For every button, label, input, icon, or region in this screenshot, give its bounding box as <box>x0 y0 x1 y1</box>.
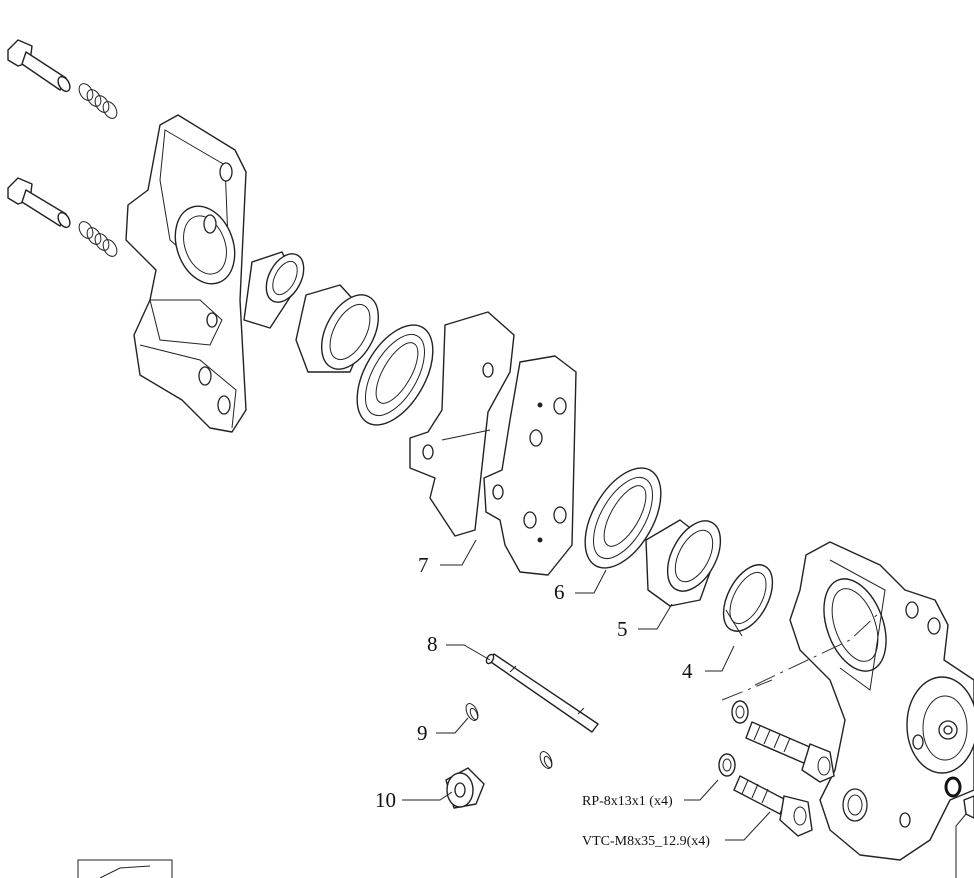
lower-spring <box>78 221 118 257</box>
left-piston-seal <box>243 251 305 329</box>
right-piston <box>645 519 722 607</box>
pad-pin <box>485 653 599 733</box>
inset-box-fragment <box>77 859 173 878</box>
r-clip-lower <box>539 751 553 769</box>
callout-5: 5 <box>617 617 628 641</box>
center-line-lower <box>721 679 773 701</box>
leader-10 <box>402 791 453 801</box>
left-piston <box>295 284 380 373</box>
center-line-upper <box>754 611 881 686</box>
washer-upper <box>731 700 749 724</box>
callout-10: 10 <box>375 788 396 812</box>
screw-upper <box>745 721 835 783</box>
pin-bushing <box>445 767 485 809</box>
leader-washer <box>684 779 719 801</box>
upper-spring <box>78 83 118 119</box>
callout-4: 4 <box>682 659 693 683</box>
callout-7: 7 <box>418 553 429 577</box>
leader-4 <box>705 645 735 672</box>
right-caliper-half <box>789 541 974 861</box>
leader-7 <box>440 539 477 566</box>
o-ring <box>944 776 962 798</box>
brake-pad-front <box>483 355 577 576</box>
screw-lower <box>733 775 813 837</box>
leader-8 <box>446 644 491 661</box>
lower-pin-bolt <box>7 177 71 229</box>
right-dust-seal <box>584 467 662 569</box>
leader-screw <box>725 811 771 841</box>
r-clip-upper <box>465 703 479 721</box>
screw-spec-label: VTC-M8x35_12.9(x4) <box>582 834 710 849</box>
leader-9 <box>436 717 469 734</box>
washer-spec-label: RP-8x13x1 (x4) <box>582 794 673 809</box>
right-piston-seal <box>722 564 774 637</box>
left-caliper-half <box>125 114 247 433</box>
leader-5 <box>638 603 673 630</box>
leader-6 <box>575 569 607 594</box>
washer-lower <box>718 753 736 777</box>
callout-6: 6 <box>554 580 565 604</box>
left-dust-seal <box>356 324 434 426</box>
callout-9: 9 <box>417 721 428 745</box>
callout-8: 8 <box>427 632 438 656</box>
upper-pin-bolt <box>7 39 71 93</box>
brake-pad-rear <box>409 311 515 537</box>
bleed-fitting <box>955 795 974 878</box>
